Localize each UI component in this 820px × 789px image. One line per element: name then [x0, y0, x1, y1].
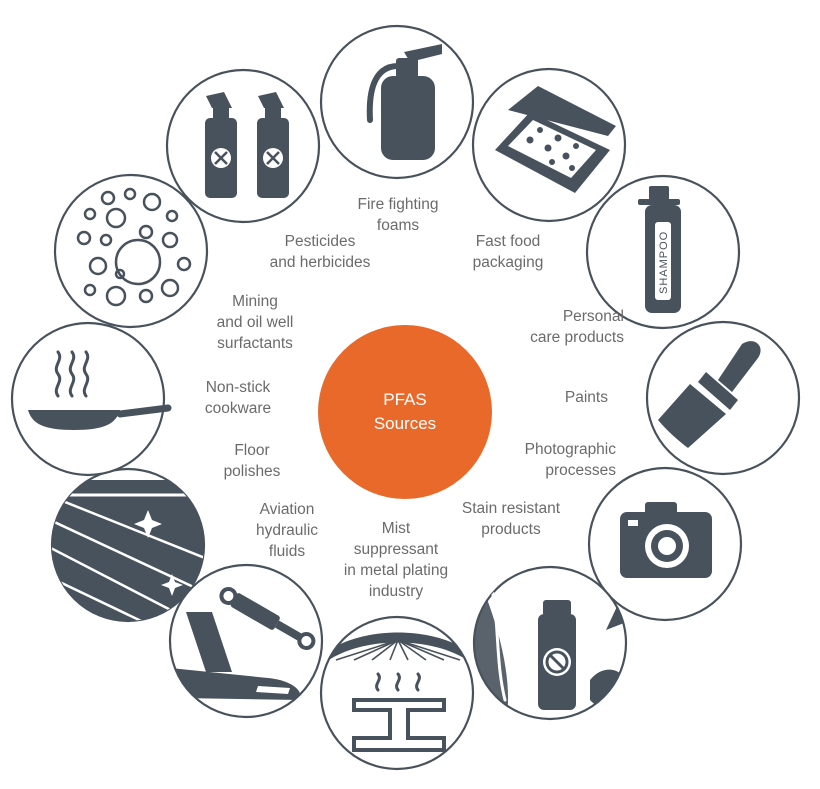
pfas-sources-center: PFAS Sources	[318, 325, 492, 499]
frying-pan-icon	[10, 321, 172, 477]
shampoo-bottle-icon: SHAMPOO	[585, 174, 741, 330]
shiny-floor-icon	[50, 467, 206, 623]
shampoo-label-text: SHAMPOO	[658, 231, 670, 294]
center-title-line2: Sources	[373, 414, 437, 433]
fire-extinguisher-icon	[319, 24, 475, 180]
center-title-line1: PFAS	[383, 390, 427, 409]
label-paints: Paints	[564, 389, 608, 406]
paint-brush-icon	[645, 320, 801, 476]
pizza-box-icon	[471, 67, 627, 223]
spray-bottles-icon	[165, 68, 321, 224]
metal-plating-icon	[319, 615, 475, 771]
bubbles-icon	[53, 173, 209, 329]
camera-icon	[587, 466, 743, 622]
aircraft-hydraulic-icon	[168, 563, 324, 719]
